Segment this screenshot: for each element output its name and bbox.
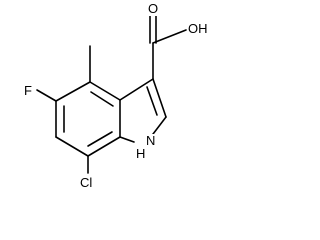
bond-c3-c2-inner (146, 86, 158, 116)
bond-c4-c5 (55, 81, 91, 102)
bond-c3a-c4 (89, 81, 121, 101)
bond-c3-c2 (152, 78, 167, 118)
carbonyl-oxygen-label: O (148, 1, 159, 16)
bond-c-fluorine (36, 89, 57, 102)
nitrogen-hydrogen-label: H (136, 146, 146, 161)
bond-c7-c7a-inner (87, 131, 113, 147)
bond-c3a-c4-inner (90, 91, 114, 107)
bond-c6-c7 (55, 136, 89, 157)
bond-layer (36, 13, 187, 174)
structure-diagram: O OH F N H Cl (24, 1, 208, 190)
bond-carboxyl-oh (152, 29, 187, 44)
bond-n1-c7a (119, 136, 135, 143)
bond-c3a-c3 (119, 78, 154, 101)
ring-nitrogen-label: N (146, 133, 156, 148)
bond-c7-c7a (87, 136, 121, 157)
hydroxyl-label: OH (188, 21, 208, 36)
chlorine-label: Cl (80, 175, 93, 190)
fluorine-label: F (24, 83, 32, 98)
